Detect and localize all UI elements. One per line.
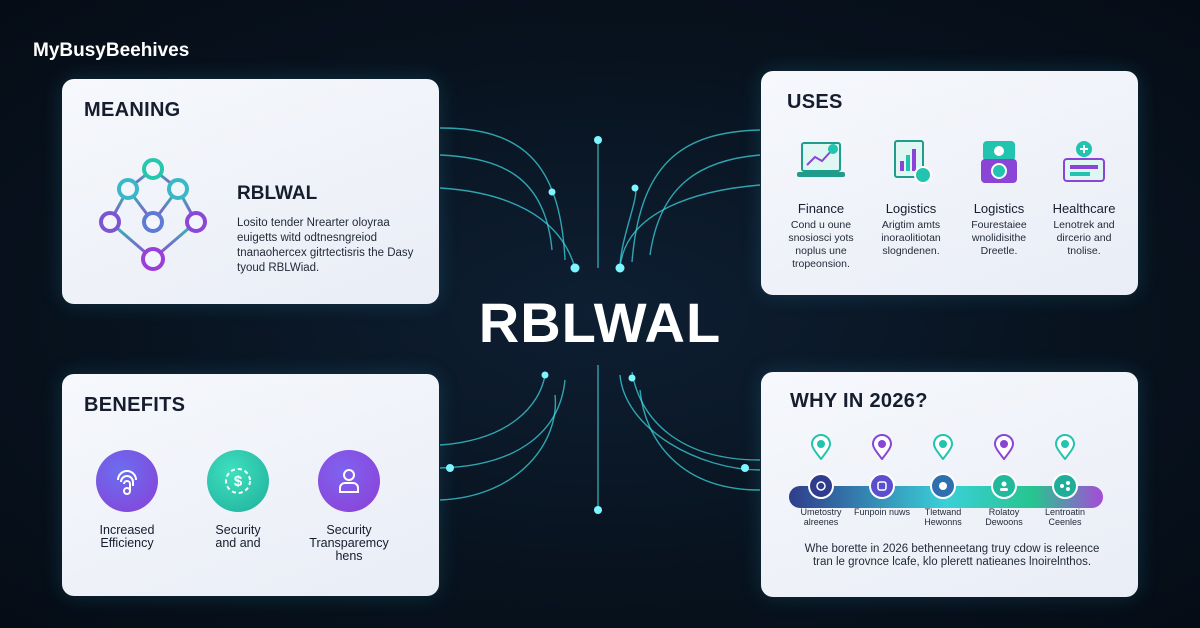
benefits-title: BENEFITS [84,394,186,416]
use-label: Healthcare [1052,201,1116,216]
map-pin-icon [871,434,893,460]
brand-logo-text: MyBusyBeehives [33,40,190,61]
user-icon [869,473,895,499]
benefit-item-security: $ Security and and [183,450,293,550]
meaning-subtitle: RBLWAL [237,183,318,204]
benefit-item-efficiency: Increased Efficiency [72,450,182,550]
laptop-chart-icon [797,142,845,177]
milestone-label: Umetostry alreenes [800,507,842,527]
use-label: Logistics [973,201,1025,216]
map-pin-icon [1054,434,1076,460]
use-label: Finance [797,201,845,216]
benefit-label: Increased Efficiency [99,523,155,550]
fingerprint-icon [96,450,158,512]
map-pin-icon [993,434,1015,460]
svg-text:$: $ [234,473,243,490]
network-graph-icon [99,158,207,271]
timeline-milestone: Lentroatin Ceenles [1034,434,1096,527]
document-chart-icon [894,140,932,184]
benefit-label: Security Transparemcy hens [309,523,389,563]
why-card: WHY IN 2026? Umetostry alreenes Funpoin … [761,372,1138,597]
person-icon [991,473,1017,499]
milestone-label: Rolatoy Dewoons [985,507,1023,527]
timeline-milestone: Rolatoy Dewoons [973,434,1035,527]
use-description: Cond u oune snosiosci yots noplus une tr… [788,219,854,270]
meaning-card: MEANING RBLWAL Losito tender Nrearter ol… [62,79,439,304]
milestone-label: Tletwand Hewonns [924,507,962,527]
benefits-card: BENEFITS Increased Efficiency $ Security… [62,374,439,596]
device-box-icon [981,141,1017,183]
timeline-milestone: Funpoin nuws [851,434,913,517]
uses-card: USES Finance Cond u oune snosiosci yots … [761,71,1138,295]
network-icon [1052,473,1078,499]
uses-title: USES [787,91,843,113]
why-title: WHY IN 2026? [790,390,928,412]
healthcare-icon [1063,141,1105,182]
map-pin-icon [810,434,832,460]
use-description: Arigtim amts inoraolitiotan slogndenen. [881,219,941,257]
center-title: RBLWAL [478,291,722,354]
meaning-description: Losito tender Nrearter oloyraa euigetts … [237,217,414,274]
use-item-logistics-2: Logistics Fourestaiee wnolidisithe Dreet… [957,139,1041,258]
milestone-label: Lentroatin Ceenles [1044,507,1086,527]
dollar-coin-icon: $ [207,450,269,512]
benefit-label: Security and and [215,523,261,550]
timeline-milestone: Umetostry alreenes [790,434,852,527]
meaning-title: MEANING [84,99,181,121]
map-pin-icon [932,434,954,460]
use-description: Lenotrek and dircerio and tnolise. [1053,219,1115,257]
milestone-label: Funpoin nuws [853,507,911,517]
fingerprint-icon [808,473,834,499]
why-description: Whe borette in 2026 bethenneetang truy c… [804,543,1100,568]
use-label: Logistics [885,201,937,216]
benefit-item-transparency: Security Transparemcy hens [294,450,404,563]
use-description: Fourestaiee wnolidisithe Dreetle. [971,219,1027,257]
timeline-milestone: Tletwand Hewonns [912,434,974,527]
user-badge-icon [318,450,380,512]
use-item-finance: Finance Cond u oune snosiosci yots noplu… [779,139,863,271]
use-item-healthcare: Healthcare Lenotrek and dircerio and tno… [1042,139,1126,258]
target-icon [930,473,956,499]
use-item-logistics-1: Logistics Arigtim amts inoraolitiotan sl… [869,139,953,258]
